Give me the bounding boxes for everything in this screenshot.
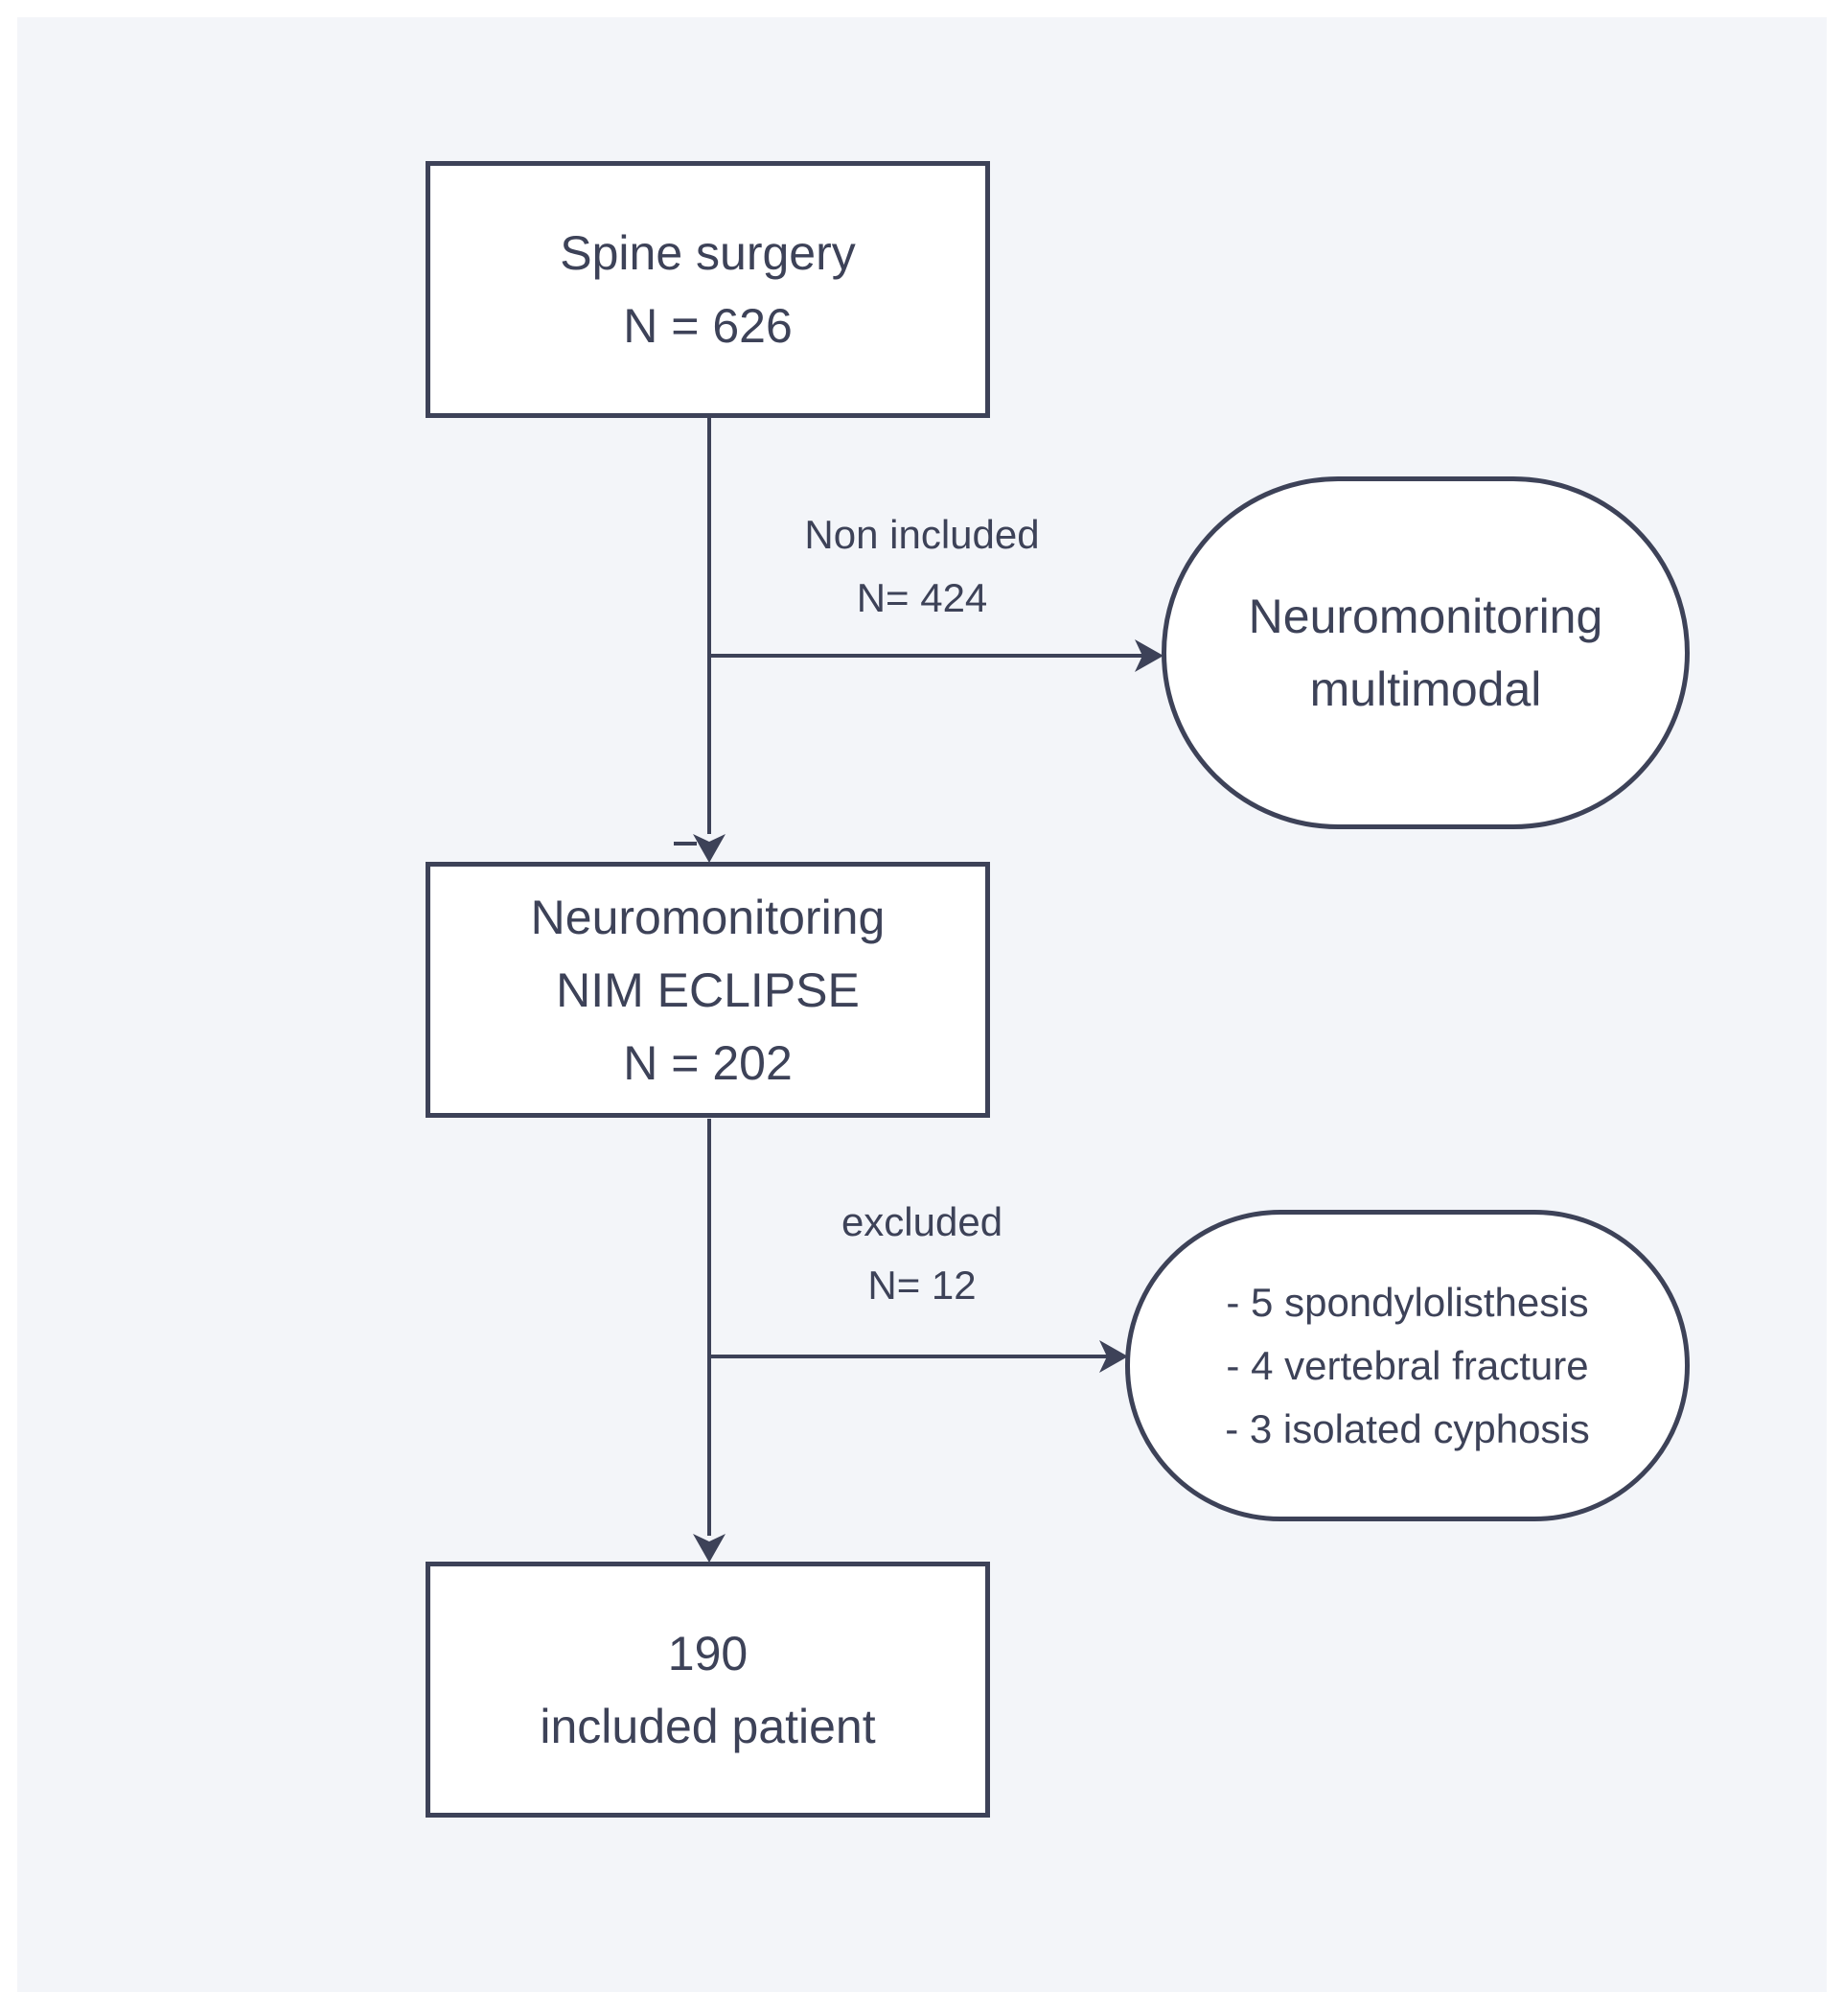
excluded-text: excluded <box>841 1199 1003 1244</box>
spine-surgery-box: Spine surgery N = 626 <box>426 161 990 418</box>
exclusion-isolated-cyphosis: - 3 isolated cyphosis <box>1225 1405 1590 1451</box>
multimodal-line-1: Neuromonitoring <box>1248 590 1603 643</box>
nim-eclipse-box: Neuromonitoring NIM ECLIPSE N = 202 <box>426 862 990 1118</box>
spine-surgery-title: Spine surgery <box>560 226 856 280</box>
multimodal-terminal: Neuromonitoring multimodal <box>1162 476 1690 829</box>
included-count: 190 <box>667 1626 749 1680</box>
arrowhead-to-nim <box>693 834 726 863</box>
non-included-count: N= 424 <box>856 575 988 620</box>
multimodal-line-2: multimodal <box>1309 662 1542 716</box>
exclusion-spondylolisthesis: - 5 spondylolisthesis <box>1226 1279 1589 1325</box>
included-patient-box: 190 included patient <box>426 1562 990 1818</box>
included-text: included patient <box>540 1699 876 1753</box>
excluded-count: N= 12 <box>867 1263 977 1308</box>
non-included-text: Non included <box>804 512 1040 557</box>
arrowhead-to-included <box>693 1534 726 1563</box>
spine-surgery-count: N = 626 <box>623 299 793 353</box>
exclusions-terminal: - 5 spondylolisthesis - 4 vertebral frac… <box>1125 1210 1690 1521</box>
nim-eclipse-line-1: Neuromonitoring <box>530 890 886 944</box>
excluded-label: excluded N= 12 <box>730 1191 1114 1317</box>
arrowhead-to-multimodal <box>1135 639 1163 672</box>
non-included-label: Non included N= 424 <box>730 503 1114 630</box>
arrowhead-to-exclusions <box>1099 1340 1128 1373</box>
nim-eclipse-count: N = 202 <box>623 1035 793 1090</box>
exclusion-vertebral-fracture: - 4 vertebral fracture <box>1226 1342 1589 1388</box>
nim-eclipse-line-2: NIM ECLIPSE <box>556 962 860 1017</box>
